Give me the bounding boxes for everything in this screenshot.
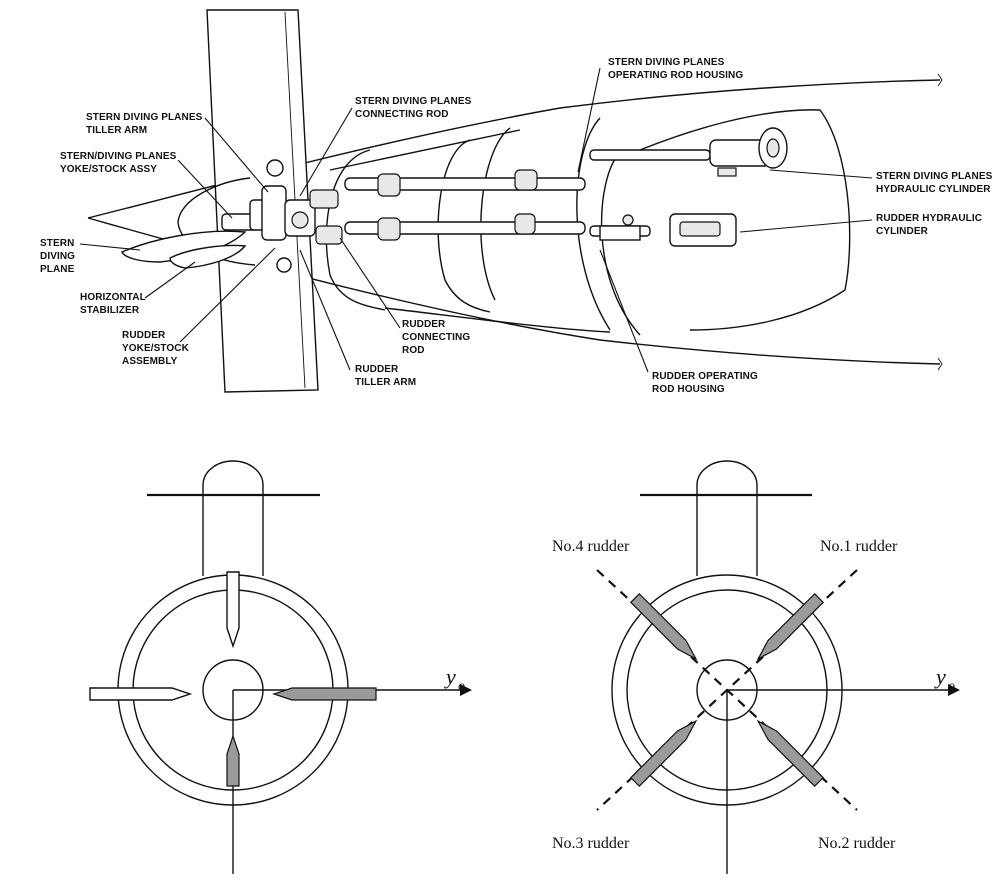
- label-stern-yoke-2: YOKE/STOCK ASSY: [60, 164, 157, 175]
- label-no4-rudder: No.4 rudder: [552, 538, 630, 555]
- hull-section-ring-5: [576, 117, 611, 331]
- rod-upper: [344, 169, 586, 197]
- leader-stern-housing: [577, 67, 601, 173]
- cross-rudder-left: [89, 687, 193, 701]
- label-rudder-conn-3: ROD: [402, 345, 425, 356]
- label-rudder-hyd-1: RUDDER HYDRAULIC: [876, 213, 982, 224]
- hull-section-ring-3: [437, 139, 491, 313]
- label-horiz-stab-1: HORIZONTAL: [80, 292, 146, 303]
- cross-rudder-diagram: y o: [89, 460, 472, 874]
- label-rudder-tiller-2: TILLER ARM: [355, 377, 416, 388]
- label-rudder-conn-2: CONNECTING: [402, 332, 470, 343]
- x-rudder-no4: [756, 592, 825, 661]
- rod-upper-rear: [589, 149, 711, 161]
- hull-section-ring-6: [600, 151, 641, 336]
- label-stern-hyd-1: STERN DIVING PLANES: [876, 171, 993, 182]
- label-rudder-conn-1: RUDDER: [402, 319, 446, 330]
- label-stern-conn-2: CONNECTING ROD: [355, 109, 449, 120]
- x-rudder-no1: [629, 592, 698, 661]
- stern-diving-plane-shape: [121, 230, 247, 263]
- leader-stern-tiller: [204, 117, 269, 193]
- cross-rudder-right: [272, 687, 377, 701]
- label-stern-conn-1: STERN DIVING PLANES: [355, 96, 472, 107]
- leader-stern-conn: [299, 107, 353, 197]
- label-stern-plane-1: STERN: [40, 238, 74, 249]
- label-stern-plane-3: PLANE: [40, 264, 75, 275]
- sail-body: [202, 460, 264, 576]
- label-horiz-stab-2: STABILIZER: [80, 305, 140, 316]
- leader-rudder-housing: [599, 249, 649, 373]
- x-rudder-diagram: y o No.1 rudder No.2 rudder No.3 rudder …: [552, 460, 960, 874]
- label-no2-rudder: No.2 rudder: [818, 835, 896, 852]
- leader-stern-hyd: [769, 169, 873, 179]
- label-no1-rudder: No.1 rudder: [820, 538, 898, 555]
- x-rudder-no2: [629, 719, 698, 788]
- cross-axis-subscript: o: [458, 679, 465, 694]
- label-rudder-tiller-1: RUDDER: [355, 364, 399, 375]
- leader-stern-yoke: [177, 159, 233, 219]
- label-rudder-yoke-3: ASSEMBLY: [122, 356, 178, 367]
- bulkhead-cut: [639, 109, 851, 331]
- cross-axis-label: y: [444, 664, 456, 689]
- x-sail-body: [696, 460, 758, 576]
- stern-cutaway: STERN DIVING PLANES TILLER ARM STERN/DIV…: [40, 9, 993, 395]
- label-stern-plane-2: DIVING: [40, 251, 75, 262]
- x-axis-label: y: [934, 664, 946, 689]
- leader-rudder-yoke: [179, 247, 276, 343]
- leader-rudder-hyd: [739, 219, 873, 233]
- hull-section-edge: [329, 129, 611, 333]
- cross-rudder-top: [226, 571, 240, 649]
- stern-hydraulic-cylinder: [709, 127, 788, 177]
- label-stern-tiller-1: STERN DIVING PLANES: [86, 112, 203, 123]
- label-stern-tiller-2: TILLER ARM: [86, 125, 147, 136]
- leader-rudder-conn: [339, 237, 401, 329]
- label-rudder-yoke-2: YOKE/STOCK: [122, 343, 190, 354]
- label-stern-yoke-1: STERN/DIVING PLANES: [60, 151, 177, 162]
- hull-section-ring-4: [480, 127, 511, 301]
- x-rudder-no3: [756, 719, 825, 788]
- leader-rudder-tiller: [299, 249, 351, 371]
- label-rudder-housing-2: ROD HOUSING: [652, 384, 725, 395]
- label-stern-housing-1: STERN DIVING PLANES: [608, 57, 725, 68]
- label-rudder-housing-1: RUDDER OPERATING: [652, 371, 758, 382]
- leader-horiz-stab: [144, 261, 196, 299]
- hull-end-squiggle-top: [937, 73, 943, 87]
- label-no3-rudder: No.3 rudder: [552, 835, 630, 852]
- label-rudder-hyd-2: CYLINDER: [876, 226, 929, 237]
- label-rudder-yoke-1: RUDDER: [122, 330, 166, 341]
- hull-end-squiggle-bottom: [937, 357, 943, 371]
- yoke-mechanism: [221, 159, 343, 273]
- x-axis-subscript: o: [948, 679, 955, 694]
- x-y-arrow: [948, 684, 960, 696]
- cross-y-arrow: [460, 684, 472, 696]
- label-stern-hyd-2: HYDRAULIC CYLINDER: [876, 184, 991, 195]
- rudder-hydraulic-cylinder: [599, 213, 737, 247]
- horizontal-stabilizer-shape: [169, 244, 247, 269]
- cross-rudder-bottom: [226, 734, 240, 787]
- leader-stern-plane: [79, 243, 141, 251]
- label-stern-housing-2: OPERATING ROD HOUSING: [608, 70, 743, 81]
- rod-lower: [344, 213, 586, 241]
